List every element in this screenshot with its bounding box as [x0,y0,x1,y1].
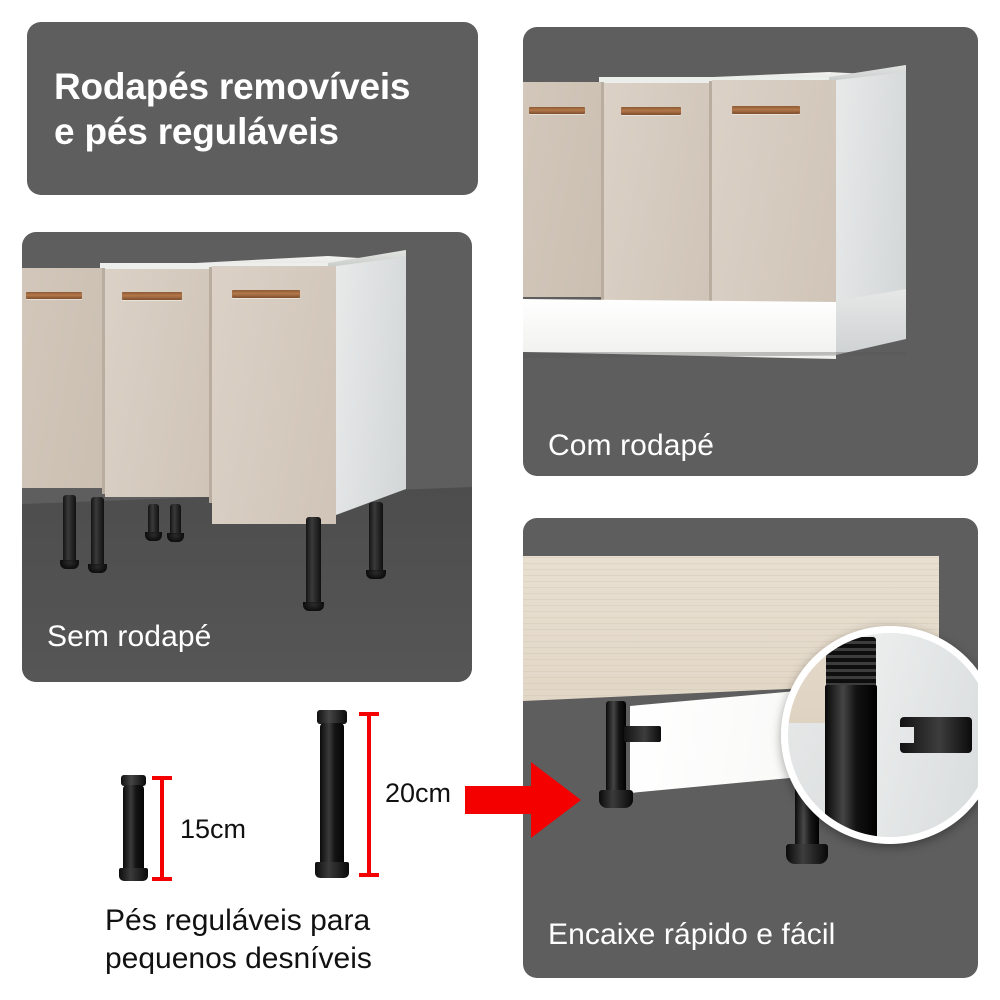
leg-20cm-shaft [320,723,344,868]
magnified-leg-shaft [825,685,877,837]
cabinet-door-left-partial [22,268,102,488]
cabinet-door-left-partial [523,82,601,297]
legs-figure-caption: Pés reguláveis para pequenos desníveis [105,902,372,977]
cabinet-leg-6 [366,502,386,579]
door-gap-1 [102,268,105,494]
cabinet-leg-front [606,701,626,804]
cabinet-base-closeup-illustration [523,518,978,978]
leg-15cm-foot [119,868,148,881]
cabinet-leg-1 [60,495,79,569]
cabinet-leg-3 [145,504,162,541]
cabinet-door-right [712,80,836,330]
cabinet-side-panel [336,257,406,515]
red-right-arrow-icon [465,762,581,838]
leg-20cm-tick-top [359,712,379,716]
cabinet-with-plinth-illustration [523,27,978,476]
door-gap-2 [209,267,212,503]
cabinet-leg-4 [167,504,184,542]
cabinet-without-plinth-illustration [22,232,472,682]
leg-15cm-cap [121,775,146,786]
leg-20cm-group: 20cm [250,690,500,900]
leg-clip-bracket-front [624,726,661,742]
cabinet-leg-2 [88,497,107,573]
cabinet-leg-front-foot [599,790,633,808]
plinth-shadow [523,352,906,358]
door-handle-right [732,106,800,114]
cabinet-side-panel [836,72,906,322]
panel-encaixe-rapido: Encaixe rápido e fácil [523,518,978,978]
caption-encaixe-rapido: Encaixe rápido e fácil [548,918,836,951]
leg-20cm-dimension-line [367,712,371,877]
door-gap-2 [709,81,712,307]
cabinet-door-middle [604,83,709,303]
door-handle-left-partial [26,292,82,299]
legs-caption-line-1: Pés reguláveis para [105,904,371,937]
caption-com-rodape: Com rodapé [548,429,715,462]
caption-sem-rodape: Sem rodapé [47,620,212,653]
title-line-2: e pés reguláveis [54,111,339,153]
page-title: Rodapés removíveis e pés reguláveis [54,64,454,154]
cabinet-leg-rear-foot [786,844,828,864]
door-handle-left-partial [529,107,585,114]
title-line-1: Rodapés removíveis [54,66,411,107]
toe-kick-plinth-front [523,299,836,359]
door-handle-middle [122,292,182,300]
adjustable-legs-figure: 15cm 20cm Pés reguláveis para pequenos d… [0,690,500,1000]
title-panel: Rodapés removíveis e pés reguláveis [27,22,478,195]
cabinet-leg-5 [303,517,324,611]
cabinet-door-right [212,266,336,524]
magnifier-detail-circle [781,626,978,844]
legs-caption-line-2: pequenos desníveis [105,941,372,975]
leg-15cm-group: 15cm [0,690,250,900]
panel-sem-rodape: Sem rodapé [22,232,472,682]
cabinet-door-middle [105,269,209,497]
leg-15cm-dimension-line [160,776,164,881]
door-handle-right [232,290,300,298]
leg-15cm-shaft [123,785,144,873]
leg-15cm-tick-bottom [152,877,172,881]
leg-20cm-label: 20cm [385,778,452,808]
leg-20cm-tick-bottom [359,873,379,877]
leg-15cm-tick-top [152,776,172,780]
leg-20cm-foot [315,862,349,878]
leg-15cm-label: 15cm [180,814,247,844]
magnified-leg-thread [826,637,876,689]
door-handle-middle [621,107,681,115]
door-gap-1 [601,82,604,301]
leg-20cm-cap [317,710,347,724]
panel-com-rodape: Com rodapé [523,27,978,476]
